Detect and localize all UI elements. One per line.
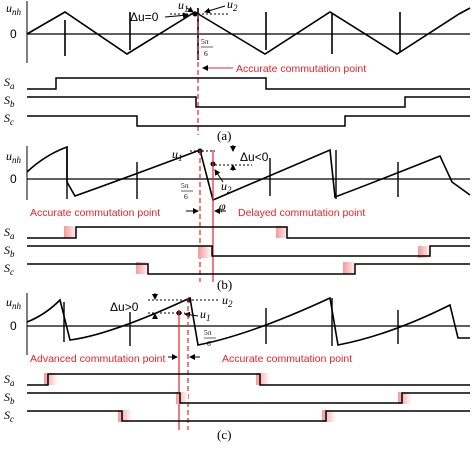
panel-c-signal-a bbox=[27, 373, 470, 386]
panel-c-transition-box bbox=[398, 392, 412, 404]
panel-a-u2-arrow bbox=[204, 5, 226, 14]
panel-c-sc: Sc bbox=[4, 408, 14, 424]
panel-a-u1-arrow bbox=[186, 6, 194, 13]
panel-c-transition-box bbox=[44, 373, 58, 385]
panel-a: unh 0 u1 u2 Δu=0 5π 6 Accurate commutati… bbox=[4, 0, 471, 143]
panel-c-u2-point bbox=[186, 297, 192, 303]
panel-c-signal-b bbox=[27, 392, 470, 404]
panel-c-transition-box bbox=[118, 410, 132, 422]
panel-a-signal-a bbox=[27, 77, 470, 90]
panel-a-angle-den: 6 bbox=[204, 49, 208, 58]
panel-a-signal-b bbox=[27, 96, 470, 108]
panel-b-transition-box bbox=[198, 246, 212, 258]
panel-b-ylabel: unh bbox=[6, 149, 22, 165]
panel-c-u1: u1 bbox=[200, 307, 211, 323]
panel-b-zero: 0 bbox=[10, 172, 17, 186]
panel-a-accurate-label: Accurate commutation point bbox=[236, 63, 366, 75]
panel-a-delta-arrow bbox=[164, 12, 189, 19]
panel-b-signal-c bbox=[27, 263, 470, 275]
panel-c-signal-c bbox=[27, 410, 470, 422]
panel-b-sc: Sc bbox=[4, 261, 14, 277]
panel-a-sb: Sb bbox=[4, 93, 15, 109]
panel-b-accurate-label: Accurate commutation point bbox=[30, 207, 160, 219]
panel-c-ylabel: unh bbox=[6, 295, 22, 311]
panel-b-transition-box bbox=[276, 226, 290, 238]
panel-c-sa: Sa bbox=[4, 372, 15, 388]
panel-a-u1: u1 bbox=[178, 0, 189, 14]
panel-c-accurate-label: Accurate commutation point bbox=[222, 353, 352, 365]
panel-b-transition-box bbox=[418, 246, 432, 258]
panel-c-advanced-label: Advanced commutation point bbox=[30, 353, 165, 365]
panel-b-u1: u1 bbox=[172, 147, 183, 163]
panel-b-signal-a bbox=[27, 226, 470, 239]
panel-b-transition-box bbox=[343, 262, 357, 274]
panel-c-zero: 0 bbox=[10, 319, 17, 333]
panel-c: unh 0 Δu>0 u2 u1 5π 6 Advanced commutati… bbox=[4, 293, 470, 442]
panel-b-u2-arrow bbox=[214, 169, 224, 183]
panel-c-delta-label: Δu>0 bbox=[110, 300, 139, 314]
panel-c-sb: Sb bbox=[4, 390, 15, 406]
panel-b-sa: Sa bbox=[4, 225, 15, 241]
panel-a-caption: (a) bbox=[217, 128, 231, 143]
panel-c-u2: u2 bbox=[222, 293, 233, 309]
panel-a-sc: Sc bbox=[4, 111, 14, 127]
panel-b-signal-b bbox=[27, 245, 470, 257]
panel-a-angle-num: 5π bbox=[201, 37, 209, 46]
panel-b-transition-box bbox=[64, 226, 78, 238]
panel-b-delayed-label: Delayed commutation point bbox=[238, 207, 365, 219]
panel-a-delta-label: Δu=0 bbox=[130, 10, 159, 24]
panel-b-phi: φ bbox=[219, 199, 226, 213]
panel-b: unh 0 u1 u2 Δu<0 5π 6 φ Accurate commuta… bbox=[4, 145, 471, 292]
panel-b-angle-den: 6 bbox=[184, 192, 188, 201]
panel-b-sb: Sb bbox=[4, 243, 15, 259]
panel-c-waveform bbox=[26, 296, 470, 346]
panel-a-u2: u2 bbox=[227, 0, 238, 13]
panel-b-transition-box bbox=[136, 262, 150, 274]
panel-c-transition-box bbox=[322, 410, 336, 422]
panel-a-zero: 0 bbox=[10, 27, 17, 41]
panel-a-waveform bbox=[26, 7, 471, 55]
panel-b-angle-num: 5π bbox=[181, 181, 189, 190]
panel-a-ylabel: unh bbox=[6, 1, 22, 17]
panel-b-delta-label: Δu<0 bbox=[240, 150, 269, 164]
panel-c-angle-den: 6 bbox=[207, 339, 211, 348]
panel-c-u1-arrow bbox=[184, 311, 199, 318]
panel-c-transition-box bbox=[256, 373, 270, 385]
panel-c-caption: (c) bbox=[217, 427, 231, 442]
panel-c-transition-box bbox=[176, 392, 188, 404]
panel-c-angle-num: 5π bbox=[204, 328, 212, 337]
panel-a-signal-c bbox=[27, 115, 470, 127]
panel-b-caption: (b) bbox=[217, 277, 232, 292]
panel-a-sa: Sa bbox=[4, 75, 15, 91]
panel-b-u2: u2 bbox=[221, 179, 232, 195]
